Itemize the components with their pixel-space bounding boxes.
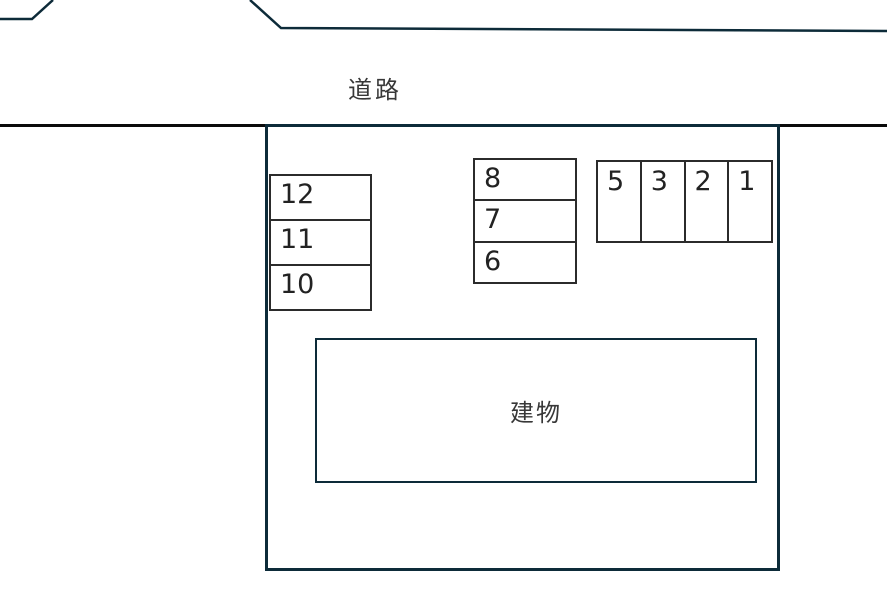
space-number: 1 (738, 166, 756, 197)
property-boundary: 12 11 10 8 7 6 5 3 (265, 124, 780, 571)
parking-space-1: 1 (727, 162, 771, 241)
space-number: 8 (484, 163, 502, 194)
space-number: 10 (280, 269, 315, 300)
parking-space-3: 3 (639, 162, 684, 241)
road-edge-top-icon (249, 0, 887, 33)
building: 建物 (315, 338, 757, 483)
parking-space-10: 10 (271, 264, 370, 309)
road-edge-left-icon (0, 0, 54, 21)
space-number: 2 (694, 166, 712, 197)
space-number: 7 (484, 204, 502, 236)
parking-stack-left: 12 11 10 (269, 174, 372, 311)
parking-space-7: 7 (475, 199, 575, 240)
parking-space-12: 12 (271, 176, 370, 219)
parking-space-11: 11 (271, 219, 370, 264)
parking-space-8: 8 (475, 160, 575, 199)
space-number: 5 (607, 166, 625, 197)
road-label: 道路 (348, 76, 402, 104)
parking-stack-middle: 8 7 6 (473, 158, 577, 284)
space-number: 11 (280, 224, 315, 255)
parking-space-5: 5 (598, 162, 640, 241)
space-number: 12 (280, 179, 315, 210)
parking-space-2: 2 (683, 162, 728, 241)
space-number: 3 (650, 166, 668, 197)
parking-space-6: 6 (475, 240, 575, 282)
parking-row-right: 5 3 2 1 (596, 160, 773, 243)
space-number: 6 (484, 245, 502, 277)
building-label: 建物 (510, 399, 562, 427)
